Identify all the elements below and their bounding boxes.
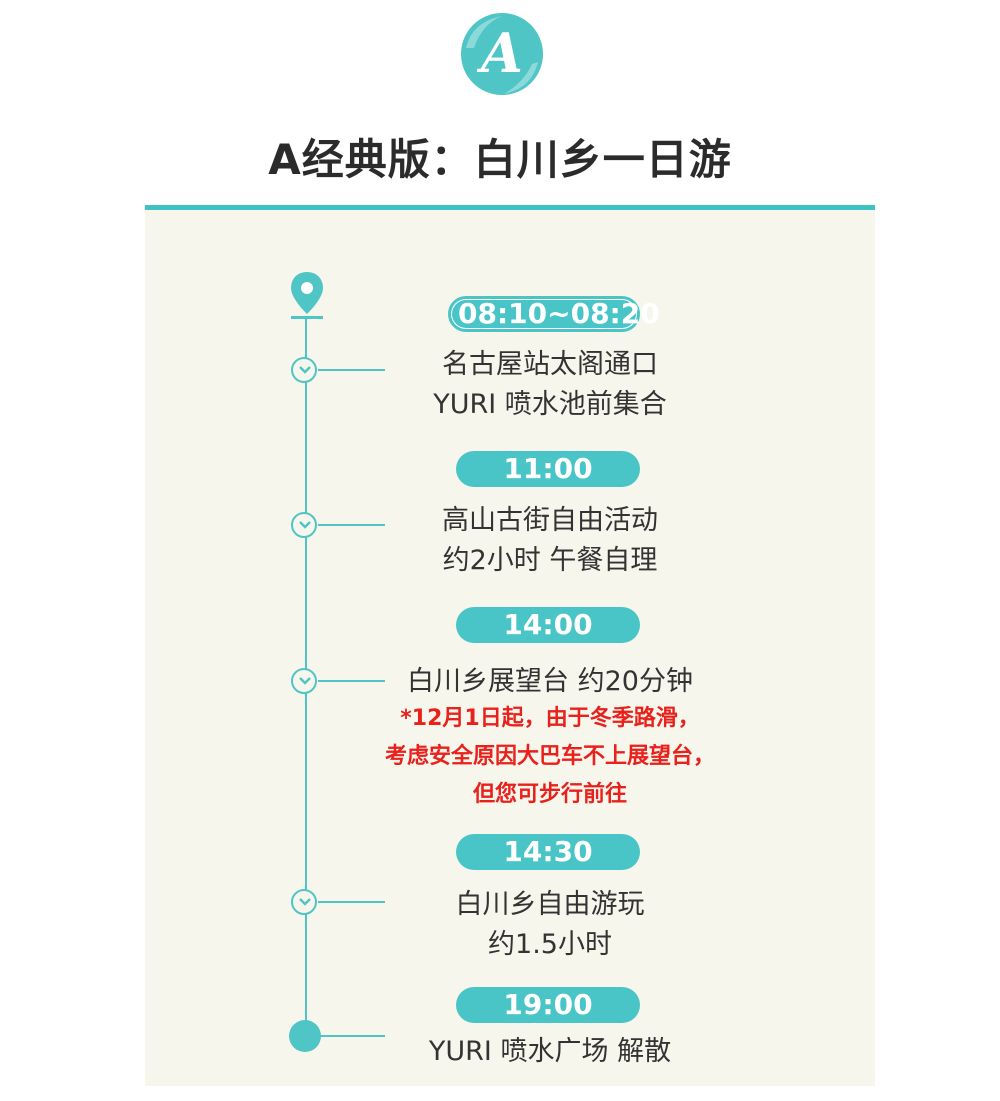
- step-4-description: 白川乡自由游玩 约1.5小时: [365, 885, 735, 965]
- step-3-description: 白川乡展望台 约20分钟: [407, 666, 693, 697]
- chevron-down-circle-icon: [291, 668, 317, 694]
- location-pin-icon: [291, 272, 323, 319]
- step-connector: [318, 680, 385, 682]
- step-1-description: 名古屋站太阁通口 YURI 喷水池前集合: [365, 345, 735, 425]
- step-connector: [318, 1035, 385, 1037]
- time-badge-5: 19:00: [456, 987, 640, 1023]
- brush-circle-logo-icon: A: [461, 13, 543, 95]
- page-title: A经典版：白川乡一日游: [268, 135, 732, 184]
- filled-circle-icon: [289, 1020, 321, 1052]
- winter-notice-line-3: 但您可步行前往: [472, 782, 627, 807]
- step-5-description: YURI 喷水广场 解散: [428, 1036, 672, 1067]
- chevron-down-circle-icon: [291, 889, 317, 915]
- title-divider: [145, 205, 875, 210]
- step-1-line-2: YURI 喷水池前集合: [433, 389, 667, 420]
- step-4-line-1: 白川乡自由游玩: [455, 889, 645, 920]
- step-2-description: 高山古街自由活动 约2小时 午餐自理: [365, 501, 735, 581]
- logo-letter: A: [476, 21, 523, 85]
- chevron-down-circle-icon: [291, 357, 317, 383]
- step-connector: [318, 524, 385, 526]
- itinerary-panel: [145, 210, 875, 1086]
- step-2-line-2: 约2小时 午餐自理: [442, 545, 658, 576]
- time-badge-4: 14:30: [456, 834, 640, 870]
- time-badge-2: 11:00: [456, 451, 640, 487]
- time-badge-1-label: 08:10~08:20: [452, 300, 660, 328]
- step-2-line-1: 高山古街自由活动: [442, 505, 658, 536]
- winter-notice-line-1: *12月1日起，由于冬季路滑，: [400, 706, 700, 731]
- winter-notice-line-2: 考虑安全原因大巴车不上展望台，: [384, 744, 715, 769]
- time-badge-1: 08:10~08:20: [448, 296, 660, 332]
- step-1-line-1: 名古屋站太阁通口: [442, 349, 658, 380]
- chevron-down-circle-icon: [291, 512, 317, 538]
- time-badge-3: 14:00: [456, 607, 640, 643]
- step-4-line-2: 约1.5小时: [488, 929, 612, 960]
- step-connector: [318, 369, 385, 371]
- step-connector: [318, 901, 385, 903]
- winter-notice: *12月1日起，由于冬季路滑， 考虑安全原因大巴车不上展望台， 但您可步行前往: [340, 700, 760, 814]
